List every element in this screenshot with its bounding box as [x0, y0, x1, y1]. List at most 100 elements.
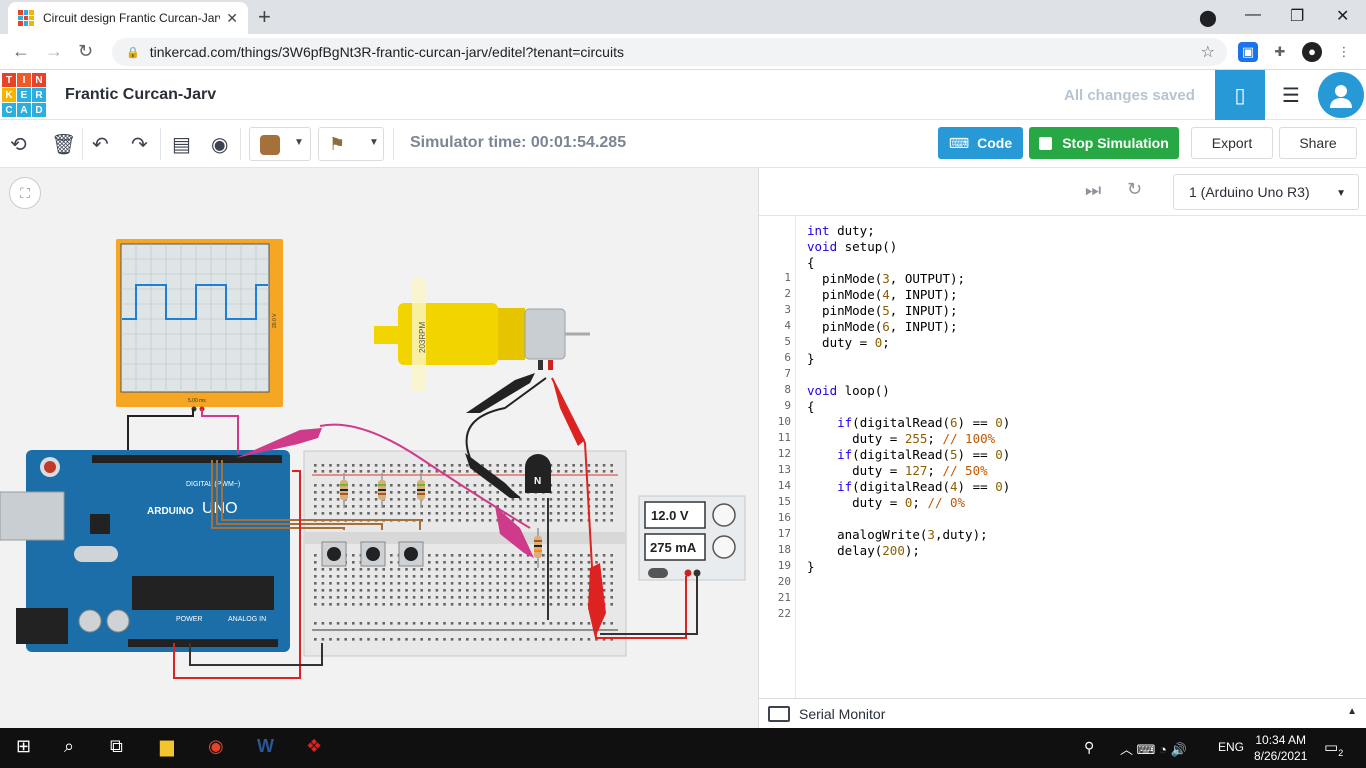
circuit-view-button[interactable]: ▯	[1215, 70, 1265, 120]
breadboard-hole	[374, 484, 378, 487]
breadboard-hole	[519, 505, 522, 508]
back-icon[interactable]: ←	[12, 41, 30, 61]
puzzle-extensions-icon[interactable]: ✚	[1274, 44, 1286, 59]
export-button[interactable]: Export	[1191, 127, 1273, 159]
breadboard-hole	[321, 582, 325, 585]
breadboard-hole	[329, 464, 332, 467]
breadboard-hole	[473, 596, 477, 599]
tinkercad-logo[interactable]: T I N K E R C A D	[2, 73, 46, 117]
url-field[interactable]: 🔒 tinkercad.com/things/3W6pfBgNt3R-frant…	[112, 38, 1227, 66]
breadboard-hole	[321, 603, 325, 606]
code-line: duty = 127; // 50%	[807, 463, 988, 478]
breadboard-hole	[488, 554, 492, 557]
reload-icon[interactable]: ↻	[78, 41, 94, 61]
visibility-icon[interactable]: ◉	[211, 134, 229, 156]
share-button[interactable]: Share	[1279, 127, 1357, 159]
breadboard-hole	[443, 638, 446, 641]
oscilloscope[interactable]: 5.00 ms 20.0 V	[116, 239, 283, 412]
breadboard-hole	[549, 603, 553, 606]
breadboard-hole	[458, 464, 461, 467]
step-icon[interactable]: ⏭	[1085, 180, 1102, 200]
wires[interactable]	[127, 377, 698, 679]
line-number: 19	[777, 559, 791, 572]
rotate-icon[interactable]: ⟲	[10, 134, 27, 156]
breadboard-hole	[466, 596, 469, 599]
line-number: 3	[784, 303, 791, 316]
undo-icon[interactable]: ↶	[92, 134, 109, 156]
language-indicator[interactable]: ENG	[1218, 740, 1245, 754]
windows-start-icon[interactable]: ⊞	[16, 736, 32, 756]
breadboard-hole	[336, 575, 340, 578]
chrome-icon[interactable]: ◉	[208, 736, 224, 756]
word-icon[interactable]: W	[257, 736, 274, 756]
breadboard-hole	[572, 512, 575, 515]
file-explorer-icon[interactable]: ▆	[160, 736, 174, 756]
project-title[interactable]: Frantic Curcan-Jarv	[65, 86, 217, 103]
breadboard-hole	[526, 622, 530, 625]
task-view-icon[interactable]: ⧉	[110, 736, 123, 756]
maximize-icon[interactable]: ❐	[1290, 8, 1305, 25]
minimize-icon[interactable]: —	[1245, 6, 1261, 23]
breadboard-hole	[420, 603, 423, 606]
forward-icon[interactable]: →	[45, 41, 63, 61]
arduino-uno[interactable]: ARDUINO UNO DIGITAL (PWM~) POWER ANALOG …	[0, 450, 290, 652]
redo-icon[interactable]: ↷	[131, 134, 148, 156]
breadboard-hole	[405, 638, 408, 641]
notifications-icon[interactable]: ▭2	[1324, 739, 1344, 758]
delete-icon[interactable]: 🗑	[51, 134, 77, 156]
alligator-clips[interactable]	[236, 373, 606, 638]
breadboard-hole	[329, 505, 332, 508]
wire-color-picker[interactable]: ▼	[249, 127, 311, 161]
power-supply[interactable]: 12.0 V 275 mA	[638, 495, 746, 581]
breadboard-hole	[534, 622, 537, 625]
breadboard-hole	[504, 638, 507, 641]
clock[interactable]: 10:34 AM 8/26/2021	[1254, 732, 1307, 764]
notes-icon[interactable]: ▤	[172, 134, 191, 156]
code-button[interactable]: ⌨Code	[938, 127, 1023, 159]
breadboard-hole	[610, 470, 613, 473]
game-app-icon[interactable]: ❖	[306, 736, 323, 756]
breadboard-hole	[344, 622, 347, 625]
window-close-icon[interactable]: ✕	[1336, 8, 1350, 25]
breadboard-hole	[481, 505, 484, 508]
dc-motor[interactable]: 203RPM	[374, 278, 590, 392]
clock-date: 8/26/2021	[1254, 749, 1308, 763]
breadboard-hole	[496, 491, 499, 494]
breadboard-hole	[397, 596, 401, 599]
device-select[interactable]: 1 (Arduino Uno R3) ▼	[1173, 174, 1359, 210]
browser-menu-icon[interactable]: ⋮	[1337, 44, 1351, 59]
wire-type-picker[interactable]: ⚑ ▼	[318, 127, 384, 161]
system-tray-icons[interactable]: ︿ ⌨ ◔ 🔊	[1120, 742, 1187, 757]
profile-menu-icon[interactable]: ⬤	[1199, 10, 1217, 27]
fit-view-icon[interactable]: ⛶	[9, 177, 41, 209]
circuit-canvas[interactable]: ⛶ 5.00 ms 20.0 V 203RPM	[0, 168, 758, 728]
serial-monitor-bar[interactable]: Serial Monitor ▲	[759, 698, 1366, 728]
breadboard-hole	[344, 470, 347, 473]
profile-avatar-icon[interactable]: ●	[1302, 42, 1322, 62]
extension-icon[interactable]: ▣	[1238, 42, 1258, 62]
breadboard-hole	[488, 484, 492, 487]
browser-tab[interactable]: Circuit design Frantic Curcan-Jarv ✕	[8, 2, 248, 34]
chevron-up-icon[interactable]: ▲	[1347, 706, 1357, 717]
breadboard-hole	[450, 498, 454, 501]
chevron-down-icon: ▼	[1336, 188, 1346, 199]
breadboard-hole	[564, 554, 568, 557]
component-list-button[interactable]: ☰	[1266, 70, 1316, 120]
bookmark-star-icon[interactable]: ☆	[1200, 44, 1215, 61]
breadboard-hole	[435, 638, 439, 641]
search-icon[interactable]: ⌕	[64, 736, 75, 756]
user-avatar[interactable]	[1318, 72, 1364, 118]
breadboard-hole	[382, 589, 385, 592]
breadboard-hole	[496, 589, 499, 592]
breadboard[interactable]: N	[303, 450, 627, 657]
breadboard-hole	[344, 582, 347, 585]
restart-icon[interactable]: ↻	[1127, 179, 1143, 199]
close-tab-icon[interactable]: ✕	[226, 9, 238, 26]
breadboard-hole	[557, 596, 560, 599]
new-tab-icon[interactable]: +	[258, 4, 271, 29]
breadboard-hole	[359, 484, 363, 487]
breadboard-hole	[329, 512, 332, 515]
people-icon[interactable]: ⚲	[1084, 739, 1095, 755]
stop-simulation-button[interactable]: Stop Simulation	[1029, 127, 1179, 159]
breadboard-hole	[534, 603, 537, 606]
